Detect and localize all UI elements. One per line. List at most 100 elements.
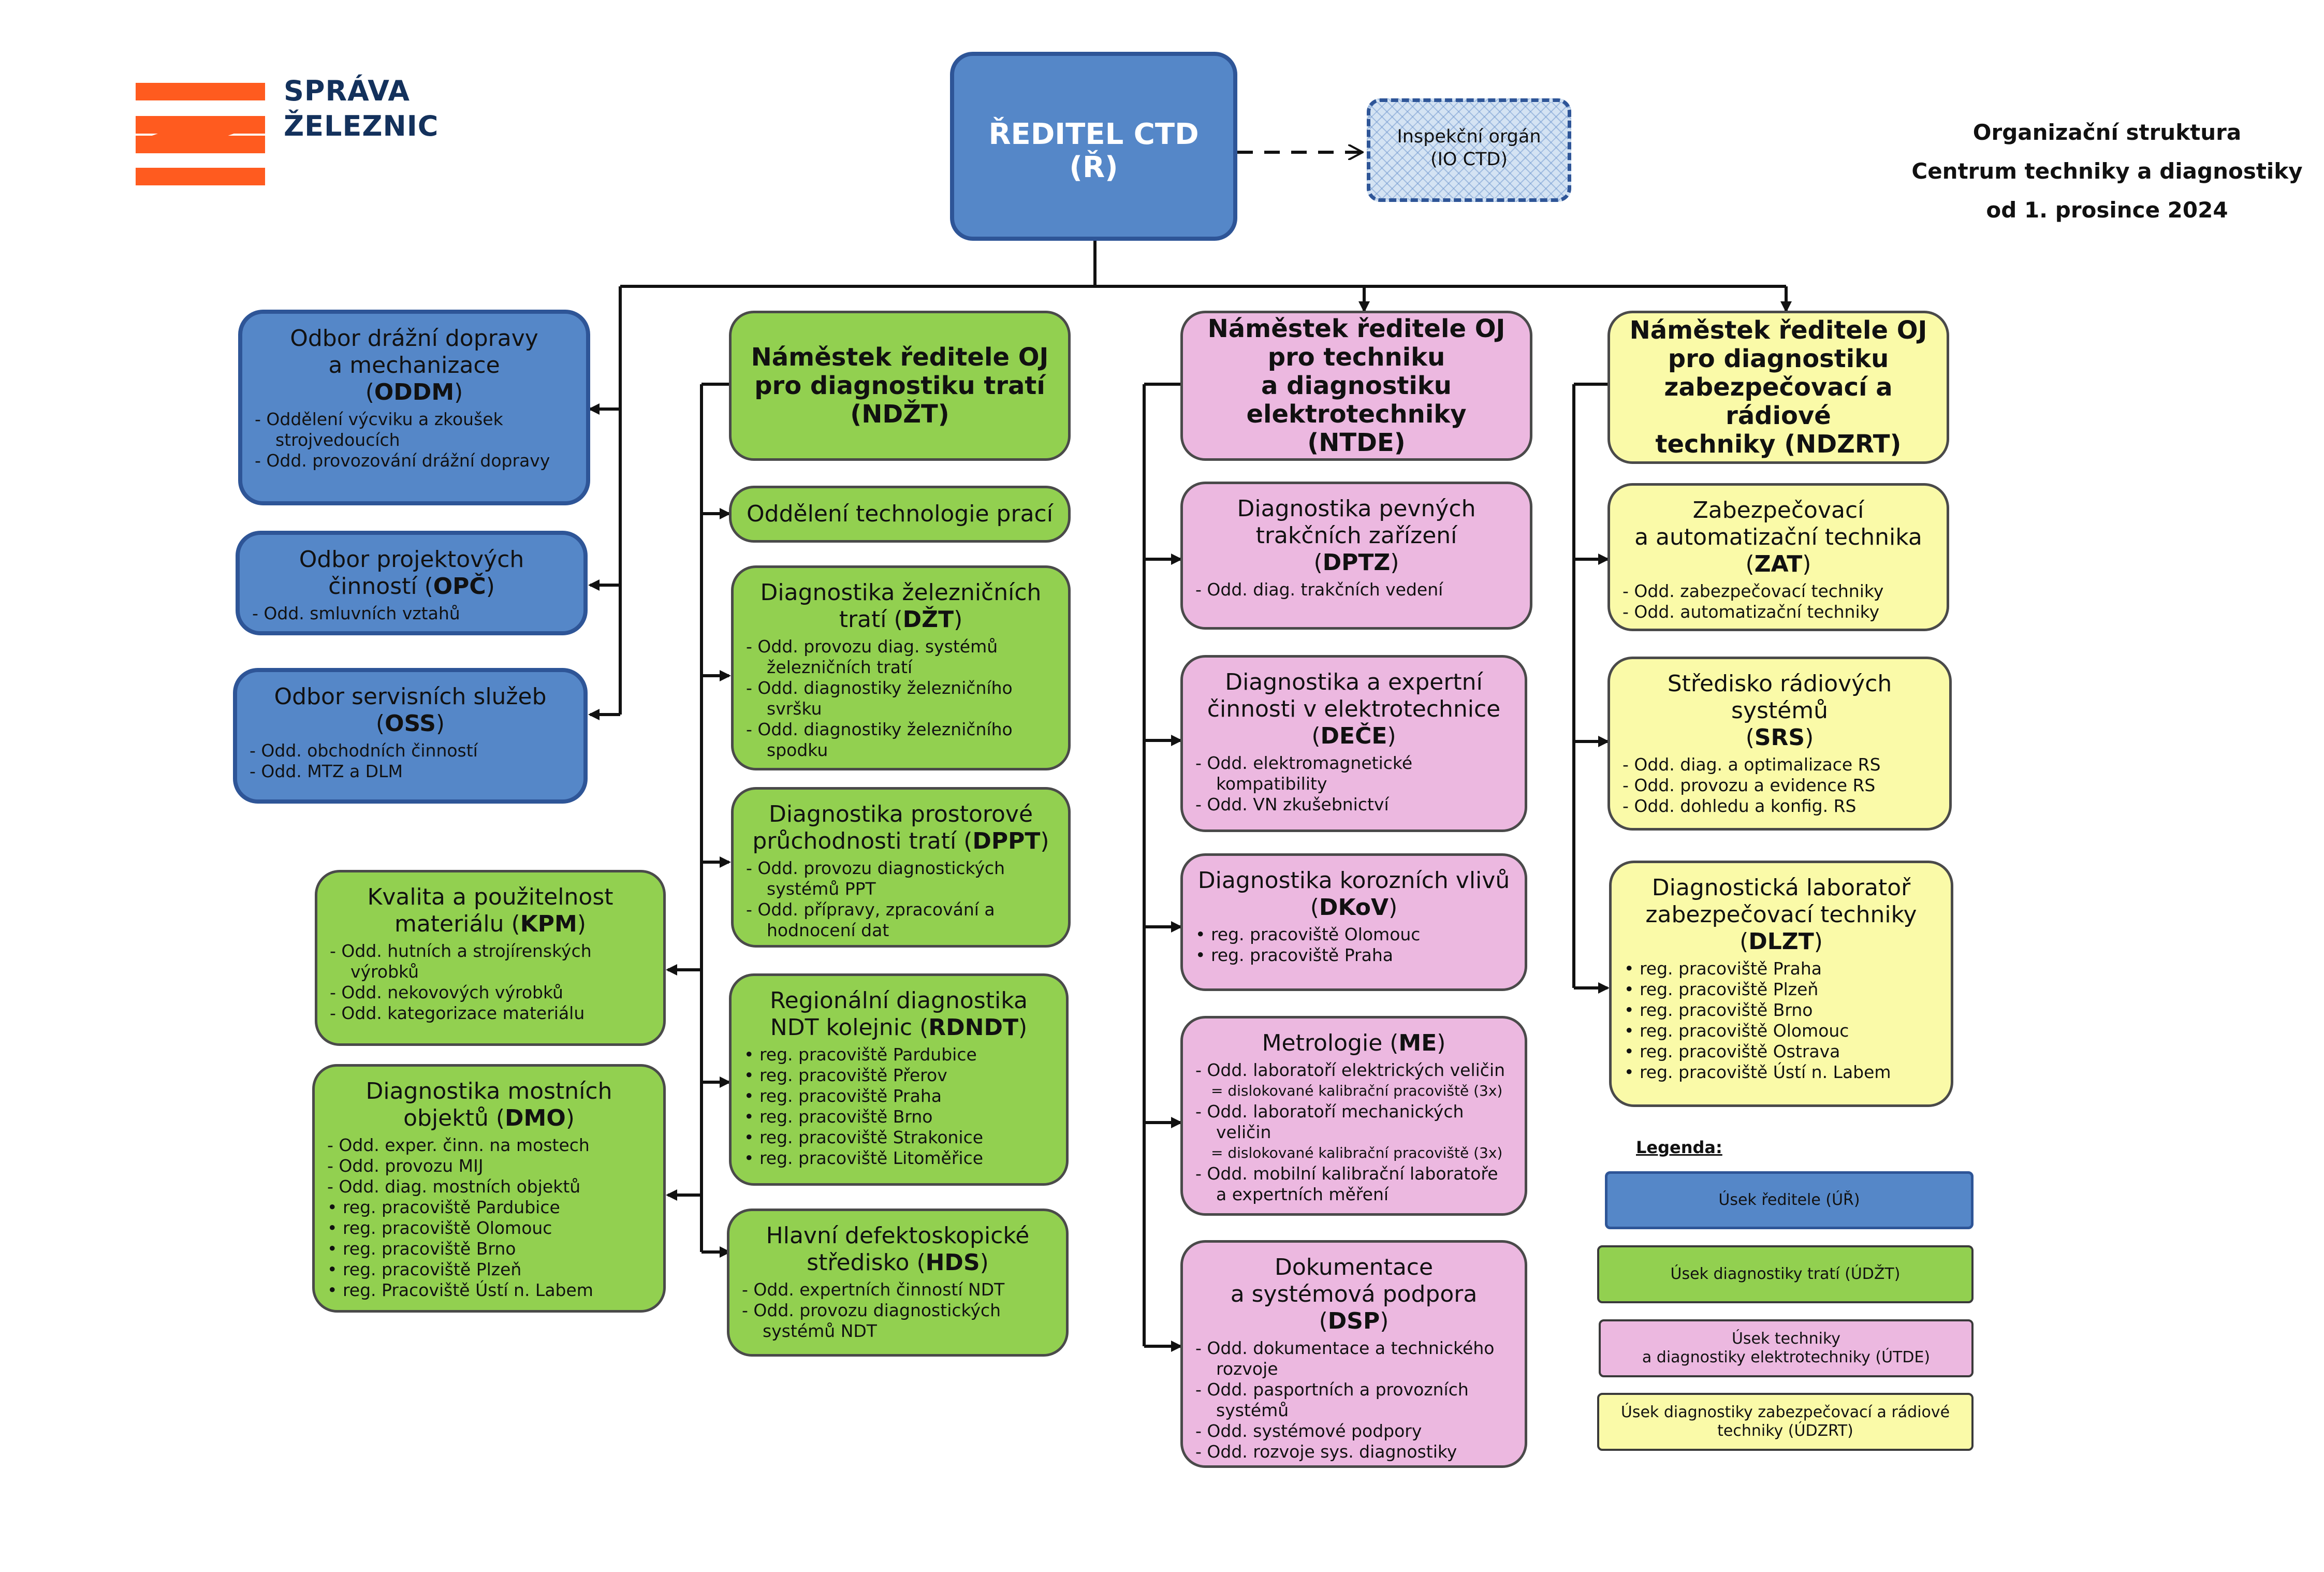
org-unit-list-item: = dislokované kalibrační pracoviště (3x): [1211, 1082, 1503, 1099]
inspection-code: (IO CTD): [1430, 149, 1508, 170]
org-unit-list-item: - Odd. diagnostiky železničního svršku: [746, 678, 1013, 719]
org-unit-title-line: Diagnostika prostorové: [768, 801, 1033, 827]
org-unit-list: • reg. pracoviště Praha• reg. pracoviště…: [1624, 958, 1938, 1083]
org-unit-list-item: • reg. pracoviště Plzeň: [1624, 979, 1819, 999]
org-unit-title-line: Odbor servisních služeb: [274, 683, 547, 710]
org-unit-title-line: a systémová podpora (DSP): [1230, 1281, 1478, 1334]
org-unit-title: Metrologie (ME): [1195, 1030, 1512, 1057]
logo-bar-bottom: [136, 168, 265, 185]
deputy-head-line: pro techniku: [1267, 342, 1445, 372]
org-unit-code: (ME): [1382, 1030, 1446, 1056]
org-unit-list-item: • reg. pracoviště Litoměřice: [744, 1148, 984, 1168]
inspection-title: Inspekční orgán: [1397, 126, 1541, 147]
deputy-head-line: elektrotechniky: [1246, 399, 1467, 429]
org-unit-list: - Oddělení výcviku a zkoušek strojvedouc…: [255, 409, 574, 471]
org-unit-list: - Odd. provozu diag. systémů železničníc…: [746, 636, 1056, 761]
org-unit-list-item: - Odd. dohledu a konfig. RS: [1623, 796, 1857, 816]
deputy-head-line: Náměstek ředitele OJ: [1629, 315, 1927, 345]
org-unit-title-line: Diagnostika korozních vlivů: [1197, 867, 1510, 894]
org-unit-list-item: • reg. pracoviště Brno: [744, 1107, 933, 1127]
org-unit-list-item: • reg. pracoviště Praha: [1195, 945, 1393, 965]
org-unit-title-line: Zabezpečovací: [1692, 497, 1864, 523]
legend-item: Úsek diagnostiky tratí (ÚDŽT): [1597, 1245, 1974, 1303]
org-unit-list: - Odd. diag. trakčních vedení: [1195, 579, 1517, 600]
org-unit-list: - Odd. smluvních vztahů: [252, 603, 571, 624]
org-unit-title-line: zabezpečovací techniky: [1645, 901, 1917, 928]
org-unit-list-item: - Odd. přípravy, zpracování a hodnocení …: [746, 899, 995, 940]
logo-bar-top: [136, 83, 265, 100]
org-unit-list-item: - Odd. dokumentace a technického rozvoje: [1195, 1338, 1495, 1379]
logo-text: SPRÁVA ŽELEZNIC: [284, 74, 439, 144]
org-unit-title-line: objektů (DMO): [403, 1105, 575, 1131]
legend-label: Legenda:: [1636, 1138, 1722, 1157]
org-unit-title-line: a automatizační technika: [1634, 524, 1922, 550]
org-unit-title-line: Diagnostika železničních: [760, 579, 1042, 606]
org-unit-list-item: - Odd. automatizační techniky: [1623, 602, 1880, 622]
org-unit-code: (DMO): [488, 1105, 575, 1131]
org-unit-list: • reg. pracoviště Pardubice• reg. pracov…: [744, 1044, 1054, 1169]
org-unit-list-item: • reg. pracoviště Olomouc: [1624, 1021, 1849, 1041]
org-unit-list-item: - Odd. diagnostiky železničního spodku: [746, 719, 1013, 760]
org-unit-box: Metrologie (ME) - Odd. laboratoří elektri…: [1180, 1016, 1527, 1216]
org-unit-code: (RDNDT): [912, 1014, 1028, 1041]
org-unit-title-line: Odbor drážní dopravy: [290, 325, 538, 352]
deputy-head-line: (NDŽT): [850, 399, 949, 429]
org-unit-box: Odbor projektových činností (OPČ)- Odd. …: [236, 531, 588, 635]
deputy-head-line: a diagnostiku: [1261, 371, 1452, 400]
org-unit-title-line: průchodnosti tratí (DPPT): [752, 828, 1049, 854]
org-unit-title-line: Diagnostika a expertní: [1225, 669, 1483, 695]
org-unit-list-item: - Odd. kategorizace materiálu: [330, 1003, 585, 1023]
org-unit-title-line: a mechanizace: [328, 352, 500, 379]
org-unit-code-line: (ODDM): [365, 379, 463, 405]
inspection-box: Inspekční orgán (IO CTD): [1367, 98, 1571, 202]
org-unit-title-line: Diagnostika mostních: [366, 1078, 612, 1104]
org-unit-title-line: Metrologie (ME): [1262, 1030, 1446, 1056]
org-unit-list-item: - Oddělení výcviku a zkoušek strojvedouc…: [255, 409, 503, 450]
org-unit-list-item: • reg. pracoviště Olomouc: [327, 1218, 552, 1238]
org-unit-list-item: - Odd. provozu diag. systémů železničníc…: [746, 636, 998, 677]
chart-title: Organizační struktura Centrum techniky a…: [1874, 113, 2324, 229]
org-unit-list-item: - Odd. provozu diagnostických systémů ND…: [742, 1300, 1001, 1341]
org-unit-list-item: - Odd. smluvních vztahů: [252, 603, 460, 623]
org-unit-list-item: - Odd. MTZ a DLM: [250, 761, 403, 781]
org-unit-list-item: • reg. pracoviště Brno: [327, 1239, 516, 1259]
org-unit-list: - Odd. dokumentace a technického rozvoje…: [1195, 1338, 1512, 1462]
org-unit-list: • reg. pracoviště Olomouc• reg. pracoviš…: [1195, 924, 1512, 966]
org-unit-list-item: - Odd. laboratoří elektrických veličin: [1195, 1060, 1506, 1080]
org-unit-list-item: - Odd. provozu diagnostických systémů PP…: [746, 858, 1005, 899]
deputy-head-line: techniky (NDZRT): [1655, 429, 1902, 459]
org-unit-title-line: Diagnostická laboratoř: [1651, 875, 1911, 901]
org-unit-title-line: Oddělení technologie prací: [747, 501, 1053, 527]
org-unit-title: Středisko rádiových systémů(SRS): [1623, 671, 1937, 751]
org-unit-title: Oddělení technologie prací: [747, 501, 1053, 528]
org-unit-list-item: - Odd. provozu a evidence RS: [1623, 775, 1876, 795]
org-unit-title-line: Středisko rádiových systémů: [1667, 671, 1892, 724]
org-unit-list-item: - Odd. systémové podpory: [1195, 1421, 1422, 1441]
org-unit-code: (OPČ): [417, 573, 495, 600]
org-unit-title-line: NDT kolejnic (RDNDT): [770, 1014, 1028, 1041]
org-unit-list-item: - Odd. pasportních a provozních systémů: [1195, 1379, 1469, 1420]
org-unit-code: (KPM): [504, 911, 586, 937]
org-unit-list: - Odd. exper. činn. na mostech- Odd. pro…: [327, 1135, 651, 1301]
